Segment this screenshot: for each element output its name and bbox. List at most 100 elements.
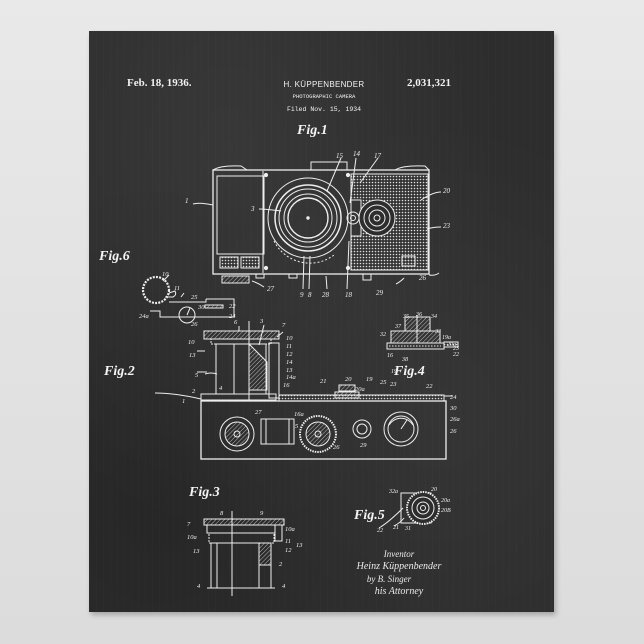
svg-text:23: 23	[443, 222, 451, 230]
svg-text:20a: 20a	[355, 386, 365, 393]
svg-text:22: 22	[426, 383, 433, 390]
svg-text:20: 20	[431, 487, 437, 493]
svg-text:13: 13	[189, 352, 196, 359]
svg-text:23: 23	[390, 381, 397, 388]
svg-text:19a: 19a	[442, 335, 451, 341]
svg-text:19: 19	[366, 376, 373, 383]
fig6-gear-linkage	[141, 274, 235, 324]
svg-text:32a: 32a	[388, 489, 398, 495]
chalkboard-texture	[89, 31, 554, 612]
filed-date: Filed Nov. 15, 1934	[286, 106, 362, 113]
svg-text:4: 4	[197, 583, 201, 590]
svg-text:2: 2	[192, 388, 196, 395]
svg-text:25: 25	[380, 379, 387, 386]
fig2-camera-top	[154, 321, 452, 460]
svg-text:12: 12	[286, 351, 293, 358]
svg-text:20B: 20B	[441, 508, 451, 514]
svg-text:8: 8	[308, 291, 312, 299]
svg-text:14: 14	[353, 150, 361, 158]
fig1-camera-front	[192, 157, 442, 290]
svg-text:20a: 20a	[441, 498, 450, 504]
svg-text:6: 6	[234, 319, 238, 326]
svg-text:16: 16	[283, 382, 290, 389]
svg-text:27: 27	[267, 285, 275, 293]
patent-poster: Feb. 18, 1936. H. KÜPPENBENDER 2,031,321…	[89, 31, 554, 612]
svg-text:17: 17	[374, 152, 382, 160]
signature-attorney-name: by B. Singer	[366, 574, 412, 584]
svg-text:11: 11	[174, 285, 180, 292]
svg-text:13: 13	[193, 548, 200, 555]
patent-date: Feb. 18, 1936.	[127, 77, 192, 89]
svg-text:7: 7	[187, 521, 191, 528]
svg-text:31: 31	[404, 526, 411, 532]
svg-text:1: 1	[182, 398, 185, 405]
svg-text:20a: 20a	[447, 342, 456, 348]
svg-text:1: 1	[185, 197, 189, 205]
svg-text:26: 26	[419, 274, 427, 282]
svg-text:26: 26	[191, 321, 198, 328]
fig4-label: Fig.4	[394, 364, 425, 379]
patent-number: 2,031,321	[407, 77, 451, 89]
svg-text:18: 18	[345, 291, 353, 299]
svg-text:5: 5	[195, 372, 199, 379]
svg-text:24a: 24a	[139, 313, 149, 320]
svg-text:14a: 14a	[286, 374, 296, 381]
svg-text:23: 23	[453, 346, 459, 352]
svg-text:36: 36	[415, 312, 422, 318]
svg-text:26: 26	[450, 428, 457, 435]
svg-text:8: 8	[220, 510, 224, 517]
svg-text:19: 19	[391, 369, 397, 375]
fig5-dial	[378, 491, 440, 529]
fig3-label: Fig.3	[189, 485, 220, 500]
svg-text:10: 10	[286, 335, 293, 342]
svg-text:20: 20	[345, 376, 352, 383]
svg-text:13: 13	[286, 367, 293, 374]
patent-title: PHOTOGRAPHIC CAMERA	[292, 93, 356, 100]
fig5-label: Fig.5	[354, 508, 385, 523]
svg-text:25: 25	[191, 294, 198, 301]
fig2-label: Fig.2	[104, 364, 135, 379]
svg-text:24: 24	[229, 313, 236, 320]
svg-text:10: 10	[188, 339, 195, 346]
svg-text:16: 16	[387, 353, 393, 359]
svg-text:2: 2	[279, 561, 283, 568]
svg-text:24: 24	[450, 394, 457, 401]
svg-text:30: 30	[197, 304, 205, 311]
svg-text:28: 28	[322, 291, 330, 299]
svg-text:4: 4	[219, 385, 223, 392]
svg-text:7: 7	[282, 322, 286, 329]
svg-text:38: 38	[401, 357, 408, 363]
svg-text:27: 27	[255, 409, 262, 416]
svg-text:21: 21	[393, 525, 399, 531]
svg-text:29: 29	[360, 442, 367, 449]
svg-text:10a: 10a	[285, 526, 295, 533]
svg-text:21: 21	[320, 378, 327, 385]
fig3-lens-mount	[203, 511, 285, 596]
signature-inventor-name: Heinz Küppenbender	[356, 561, 442, 572]
svg-text:14: 14	[286, 359, 293, 366]
svg-text:33: 33	[434, 329, 441, 335]
svg-text:20: 20	[443, 187, 451, 195]
svg-text:26: 26	[333, 444, 340, 451]
svg-text:34: 34	[430, 313, 437, 320]
svg-text:26a: 26a	[450, 416, 460, 423]
svg-text:37: 37	[394, 324, 402, 330]
svg-text:22: 22	[229, 303, 236, 310]
inventor-header: H. KÜPPENBENDER	[283, 80, 365, 89]
patent-drawings: 1 3 15 14 17 20 23 27 9 8 28 18 29 26	[139, 150, 460, 596]
signature-inventor-label: Inventor	[383, 549, 415, 559]
svg-text:32: 32	[379, 332, 386, 338]
svg-text:10: 10	[162, 271, 169, 278]
svg-text:11: 11	[286, 343, 292, 350]
svg-text:22: 22	[453, 352, 459, 358]
fig1-label: Fig.1	[297, 123, 328, 138]
svg-text:9: 9	[260, 510, 264, 517]
svg-text:4: 4	[282, 583, 286, 590]
fig6-label: Fig.6	[99, 249, 130, 264]
svg-text:29: 29	[376, 289, 384, 297]
svg-text:5: 5	[295, 423, 299, 430]
svg-text:12: 12	[285, 547, 292, 554]
svg-text:30: 30	[449, 405, 457, 412]
svg-text:10a: 10a	[187, 534, 197, 541]
svg-text:3: 3	[259, 318, 264, 325]
